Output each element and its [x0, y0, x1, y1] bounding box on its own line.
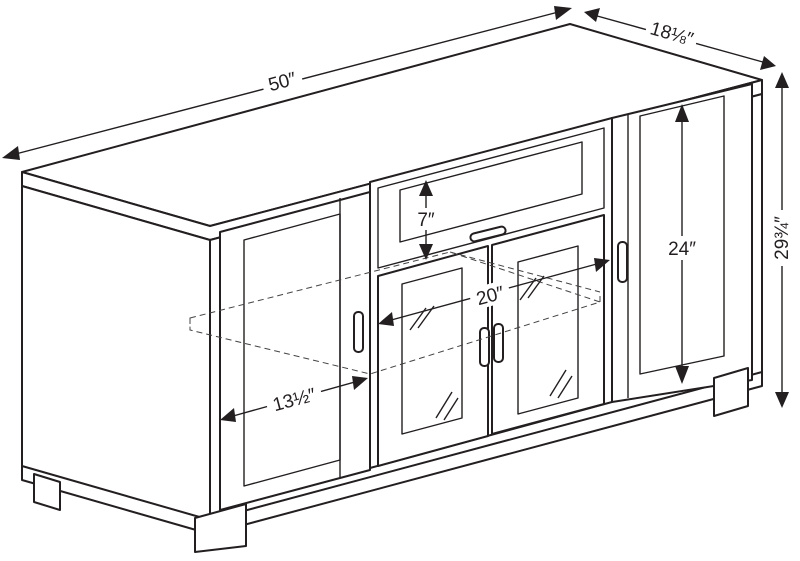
arrow-head — [2, 146, 20, 160]
glass-glint — [435, 391, 453, 419]
front-base-line — [209, 371, 763, 521]
arrow-head — [584, 8, 600, 22]
label-bg — [259, 65, 305, 97]
label-bg — [412, 208, 440, 230]
center-top-shelf-box — [377, 127, 605, 269]
left-base-line — [21, 465, 211, 521]
arrow-head — [775, 72, 789, 88]
left-door-frame — [219, 191, 371, 511]
arrow-head — [419, 180, 433, 196]
label-bg — [467, 279, 513, 311]
arrow-head — [760, 56, 776, 70]
center-shelf-recess — [399, 141, 583, 243]
arrow-head — [352, 376, 368, 390]
dim-tick — [519, 277, 537, 301]
center-right-handle[interactable] — [493, 323, 504, 363]
shelf-dash-edge — [449, 251, 601, 293]
arrow-head — [220, 408, 236, 422]
label-bg — [264, 381, 324, 417]
height-label: 29¾″ — [772, 216, 793, 260]
dim-tick — [409, 307, 427, 331]
foot-left-back — [194, 503, 247, 553]
arrow-head — [594, 258, 610, 272]
dim-tick — [417, 305, 435, 329]
label-bg — [664, 236, 700, 260]
arrow-head — [554, 6, 572, 20]
glass-glint — [557, 375, 573, 399]
shelf-height-label: 7″ — [417, 210, 435, 231]
arrow-head — [378, 312, 394, 326]
right-door-handle[interactable] — [617, 241, 628, 283]
center-right-door-glass — [517, 245, 579, 415]
arrow-head — [419, 244, 433, 260]
arrow-head — [675, 366, 689, 384]
center-left-handle[interactable] — [479, 327, 490, 367]
depth-label: 18⅛″ — [648, 18, 696, 50]
foot-right — [713, 367, 749, 417]
dim-tick — [527, 275, 545, 299]
right-door-panel — [639, 95, 725, 375]
label-bg — [643, 15, 701, 51]
arrow-head — [675, 104, 689, 122]
label-bg — [772, 210, 794, 266]
glass-glint — [443, 397, 459, 421]
opening-label: 24″ — [668, 239, 696, 260]
foot-left-front — [33, 473, 61, 511]
glass-glint — [549, 369, 567, 397]
center-right-door — [491, 214, 605, 435]
drawer-pull[interactable] — [469, 225, 507, 243]
center-left-door — [377, 245, 489, 467]
left-door-handle[interactable] — [353, 311, 364, 353]
arrow-head — [775, 392, 789, 408]
center-left-door-glass — [401, 267, 463, 435]
